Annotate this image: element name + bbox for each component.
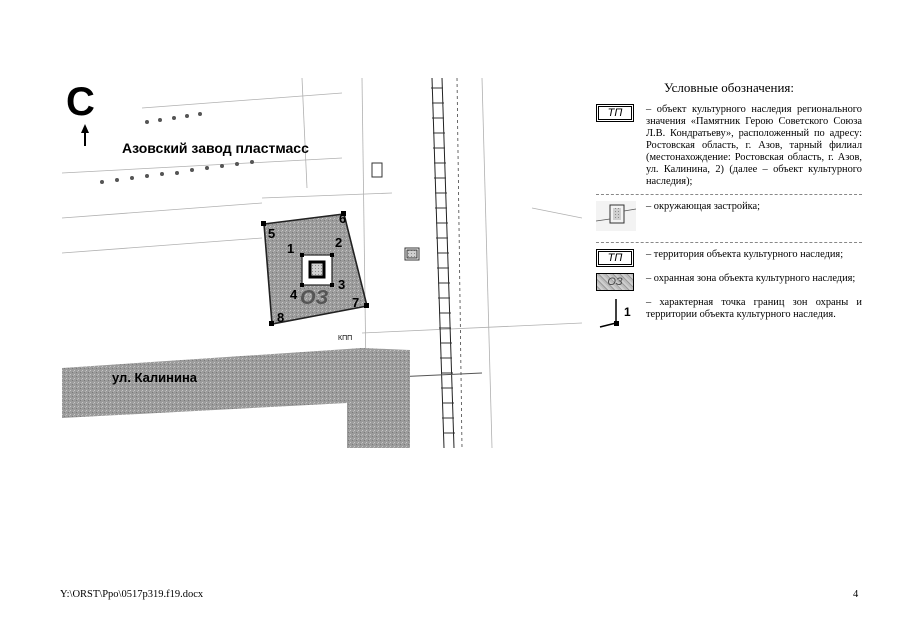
boundary-points: [261, 211, 369, 326]
legend-item-heritage-object: ТП – объект культурного наследия региона…: [596, 104, 862, 188]
legend-item-boundary-point: 1 – характерная точка границ зон охраны …: [596, 297, 862, 333]
legend-item-protection-zone: ОЗ – охранная зона объекта культурного н…: [596, 273, 862, 291]
legend-text-boundary-point: – характерная точка границ зон охраны и …: [646, 297, 862, 320]
legend-text-heritage-object: – объект культурного наследия региональн…: [646, 104, 862, 187]
point-label-8: 8: [277, 310, 284, 325]
territory-symbol: ТП: [596, 249, 634, 267]
survey-lines: [62, 78, 582, 448]
tree-marks: [100, 112, 254, 184]
legend-title: Условные обозначения:: [663, 80, 795, 95]
site-plan-map: 1 2 3 4 5 6 7 8 ОЗ Азовский завод пластм…: [62, 78, 582, 448]
boundary-point-symbol-label: 1: [624, 305, 631, 319]
north-arrow: С: [66, 82, 106, 146]
point-label-2: 2: [335, 235, 342, 250]
railway-track: [431, 78, 463, 448]
street-kalinina: [62, 348, 410, 448]
legend-item-surrounding-buildings: – окружающая застройка;: [595, 201, 862, 236]
page-number: 4: [853, 589, 859, 600]
plant-label: Азовский завод пластмасс: [122, 140, 309, 156]
legend-divider: [596, 194, 862, 195]
boundary-point-symbol-icon: [599, 299, 619, 328]
point-label-1: 1: [287, 241, 294, 256]
legend-text-protection-zone: – охранная зона объекта культурного насл…: [646, 273, 856, 284]
point-label-6: 6: [339, 211, 346, 226]
street-label: ул. Калинина: [112, 370, 198, 385]
north-arrow-icon: [81, 124, 89, 146]
legend-divider: [596, 242, 862, 243]
legend-text-surrounding-buildings: – окружающая застройка;: [646, 201, 761, 212]
point-label-4: 4: [290, 287, 298, 302]
kpp-label: КПП: [338, 335, 352, 342]
surrounding-buildings-symbol-icon: [595, 201, 637, 231]
point-label-3: 3: [338, 277, 345, 292]
legend-item-territory: ТП – территория объекта культурного насл…: [596, 249, 862, 267]
point-label-5: 5: [268, 226, 275, 241]
footer-file-path: Y:\ORST\Ppo\0517p319.f19.docx: [60, 589, 204, 600]
protection-zone-symbol: ОЗ: [596, 273, 634, 291]
point-label-7: 7: [352, 295, 359, 310]
monument-object: [308, 260, 326, 279]
legend: Условные обозначения: ТП – объект культу…: [595, 80, 862, 339]
zone-label: ОЗ: [300, 287, 329, 309]
surrounding-buildings: [371, 162, 483, 379]
heritage-object-symbol: ТП: [596, 104, 634, 122]
north-letter: С: [66, 80, 95, 124]
legend-text-territory: – территория объекта культурного наследи…: [646, 249, 844, 260]
